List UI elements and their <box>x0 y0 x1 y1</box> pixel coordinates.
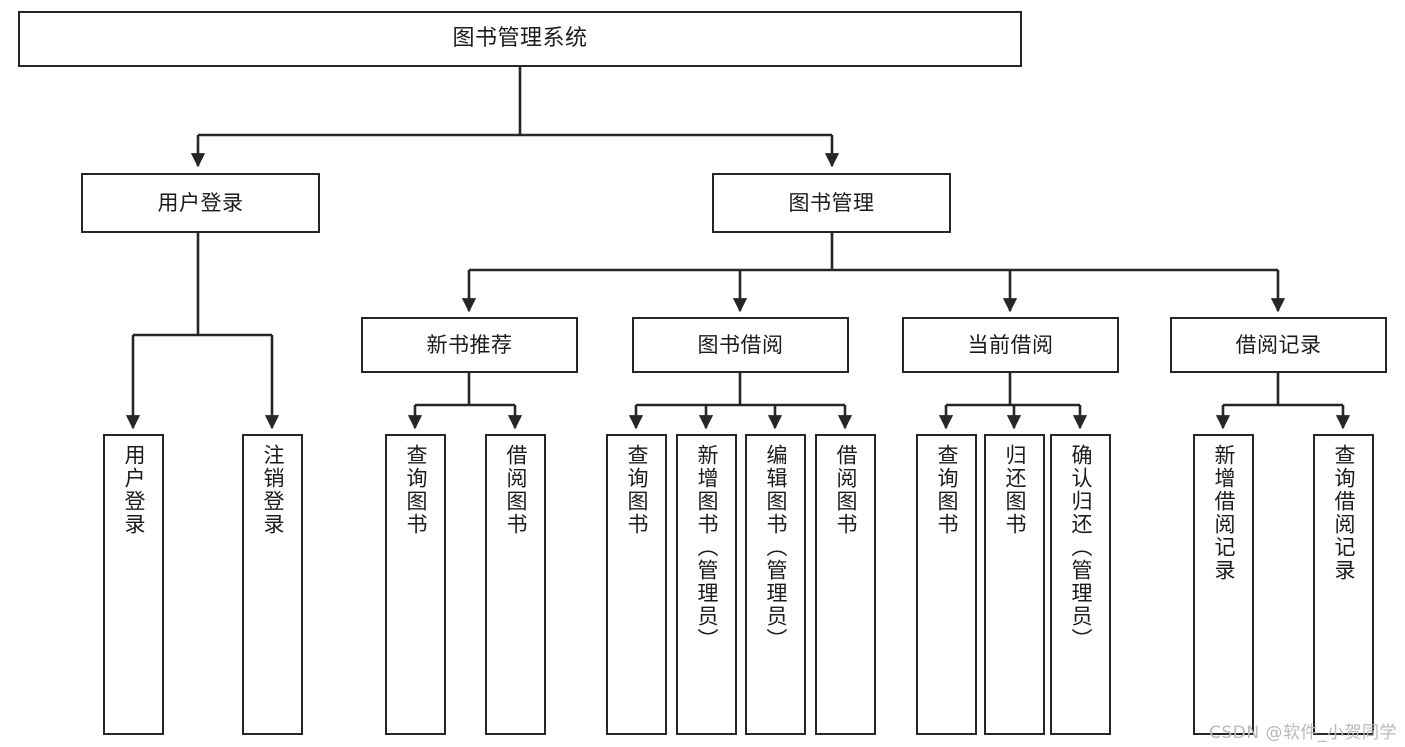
node-new-book-recommend-label: 新书推荐 <box>426 332 513 357</box>
node-leaf-logout-label: 注销登录 <box>260 444 285 536</box>
node-current-borrow-label: 当前借阅 <box>967 332 1054 357</box>
node-user-login-label: 用户登录 <box>157 190 244 215</box>
node-leaf-query-book-current[interactable]: 查询图书 <box>916 434 977 735</box>
node-root-book-management-system[interactable]: 图书管理系统 <box>18 11 1022 67</box>
node-leaf-confirm-return[interactable]: 确认归还（管理员） <box>1050 434 1111 735</box>
node-leaf-edit-book[interactable]: 编辑图书（管理员） <box>745 434 806 735</box>
node-new-book-recommend[interactable]: 新书推荐 <box>361 317 578 373</box>
node-leaf-add-borrow-record[interactable]: 新增借阅记录 <box>1193 434 1254 735</box>
node-leaf-user-login[interactable]: 用户登录 <box>103 434 164 735</box>
node-leaf-query-book-borrow[interactable]: 查询图书 <box>606 434 667 735</box>
node-leaf-query-book-recommend[interactable]: 查询图书 <box>385 434 446 735</box>
node-leaf-add-borrow-record-label: 新增借阅记录 <box>1211 444 1236 582</box>
node-leaf-query-book-current-label: 查询图书 <box>934 444 959 536</box>
node-borrow-record-label: 借阅记录 <box>1235 332 1322 357</box>
node-leaf-query-book-borrow-label: 查询图书 <box>624 444 649 536</box>
node-leaf-query-book-recommend-label: 查询图书 <box>403 444 428 536</box>
node-current-borrow[interactable]: 当前借阅 <box>902 317 1119 373</box>
node-leaf-edit-book-label: 编辑图书（管理员） <box>763 444 788 651</box>
node-leaf-borrow-book-borrow[interactable]: 借阅图书 <box>815 434 876 735</box>
node-leaf-query-borrow-record-label: 查询借阅记录 <box>1331 444 1356 582</box>
node-root-label: 图书管理系统 <box>452 26 588 52</box>
node-leaf-borrow-book-borrow-label: 借阅图书 <box>833 444 858 536</box>
node-book-borrow-label: 图书借阅 <box>697 332 784 357</box>
node-leaf-logout[interactable]: 注销登录 <box>242 434 303 735</box>
node-leaf-borrow-book-recommend[interactable]: 借阅图书 <box>485 434 546 735</box>
node-leaf-borrow-book-recommend-label: 借阅图书 <box>503 444 528 536</box>
node-leaf-confirm-return-label: 确认归还（管理员） <box>1068 444 1093 651</box>
node-user-login[interactable]: 用户登录 <box>81 173 320 233</box>
node-leaf-return-book-label: 归还图书 <box>1002 444 1027 536</box>
csdn-watermark: CSDN @软件_小贺同学 <box>1209 723 1397 743</box>
node-leaf-query-borrow-record[interactable]: 查询借阅记录 <box>1313 434 1374 735</box>
node-leaf-add-book[interactable]: 新增图书（管理员） <box>676 434 737 735</box>
node-borrow-record[interactable]: 借阅记录 <box>1170 317 1387 373</box>
node-leaf-add-book-label: 新增图书（管理员） <box>694 444 719 651</box>
node-book-manage-label: 图书管理 <box>788 190 875 215</box>
node-leaf-return-book[interactable]: 归还图书 <box>984 434 1045 735</box>
node-book-borrow[interactable]: 图书借阅 <box>632 317 849 373</box>
node-book-manage[interactable]: 图书管理 <box>712 173 951 233</box>
node-leaf-user-login-label: 用户登录 <box>121 444 146 536</box>
